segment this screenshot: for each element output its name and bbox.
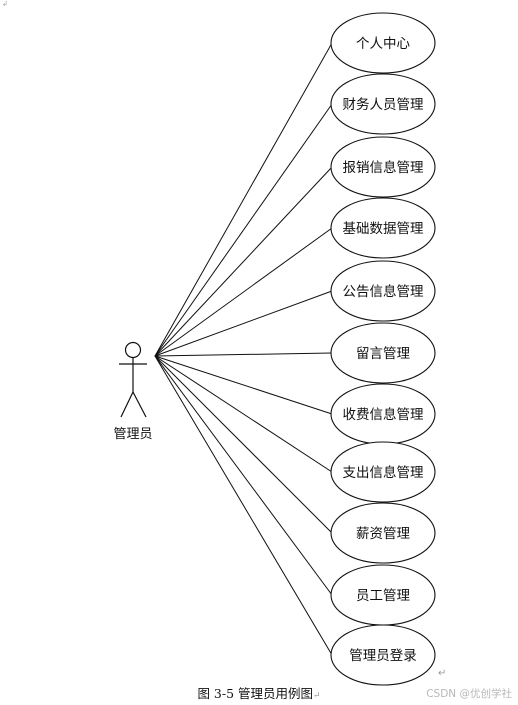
use-case-ellipse: [330, 136, 436, 198]
use-case: 支出信息管理: [330, 441, 436, 503]
use-case-label: 报销信息管理: [343, 159, 424, 176]
use-case-label: 基础数据管理: [343, 220, 424, 237]
use-case: 基础数据管理: [330, 197, 436, 259]
association-line: [154, 290, 333, 357]
use-cases: 个人中心财务人员管理报销信息管理基础数据管理公告信息管理留言管理收费信息管理支出…: [330, 12, 436, 686]
caption-mark: ↵: [313, 691, 321, 701]
use-case: 薪资管理: [330, 502, 436, 564]
use-case: 公告信息管理: [330, 260, 436, 322]
association-line: [154, 227, 333, 357]
association-lines: [154, 42, 333, 656]
use-case-label: 公告信息管理: [343, 283, 424, 300]
use-case-label: 留言管理: [356, 346, 410, 362]
association-line: [154, 166, 333, 357]
use-case: 管理员登录: [330, 624, 436, 686]
use-case-ellipse: [330, 624, 436, 686]
use-case-ellipse: [330, 260, 436, 322]
association-line: [154, 355, 333, 534]
use-case: 留言管理: [330, 322, 436, 384]
use-case-ellipse: [330, 441, 436, 503]
figure-caption: 图 3-5 管理员用例图↵: [0, 683, 518, 702]
use-case-ellipse: [330, 322, 436, 384]
association-line: [154, 42, 333, 357]
actor-label: 管理员: [113, 427, 152, 442]
use-case-ellipse: [330, 502, 436, 564]
actor-right-leg: [132, 391, 147, 418]
use-case-label: 员工管理: [356, 588, 410, 604]
use-case-label: 管理员登录: [349, 648, 417, 664]
actor-figure: [119, 341, 147, 418]
use-case-label: 支出信息管理: [343, 464, 424, 481]
association-line: [154, 355, 333, 473]
association-line: [154, 352, 333, 357]
use-case: 员工管理: [330, 564, 436, 626]
use-case-label: 收费信息管理: [343, 406, 424, 423]
actor-left-leg: [120, 391, 134, 418]
actor-head: [124, 341, 142, 359]
use-case: 收费信息管理: [330, 383, 436, 445]
use-case: 个人中心: [330, 12, 436, 74]
paragraph-mark: ↲: [2, 0, 8, 8]
association-line: [154, 355, 333, 596]
use-case-ellipse: [330, 73, 436, 135]
use-case-label: 薪资管理: [356, 526, 410, 542]
use-case: 财务人员管理: [330, 73, 436, 135]
use-case: 报销信息管理: [330, 136, 436, 198]
use-case-label: 财务人员管理: [343, 97, 424, 113]
use-case-label: 个人中心: [356, 36, 410, 52]
use-case-ellipse: [330, 12, 436, 74]
paragraph-end-mark: ↵: [438, 668, 447, 679]
caption-text: 图 3-5 管理员用例图: [197, 686, 314, 701]
use-case-ellipse: [330, 197, 436, 259]
association-line: [154, 355, 333, 415]
association-line: [154, 103, 333, 357]
association-line: [154, 355, 333, 656]
watermark: CSDN @优创学社: [426, 688, 512, 700]
